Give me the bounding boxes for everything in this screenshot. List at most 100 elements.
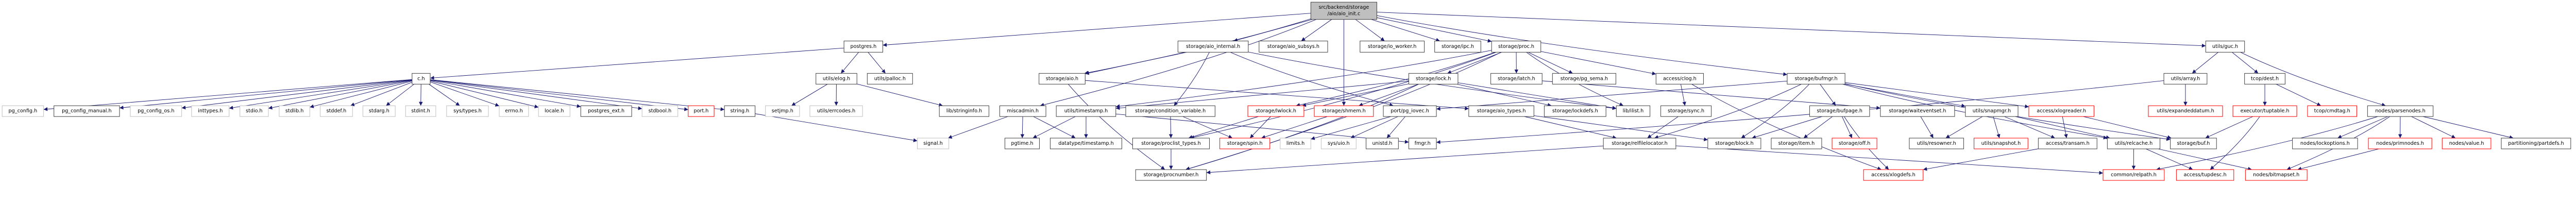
file-node-off[interactable]: storage/off.h xyxy=(1832,138,1877,149)
file-node-pg_config_os[interactable]: pg_config_os.h xyxy=(130,105,182,117)
node-label: storage/proclist_types.h xyxy=(1141,141,1200,146)
file-node-elog[interactable]: utils/elog.h xyxy=(816,73,857,85)
node-label: storage/block.h xyxy=(1715,141,1754,146)
file-node-snapmgr[interactable]: utils/snapmgr.h xyxy=(1965,105,2019,117)
file-node-lock[interactable]: storage/lock.h xyxy=(1408,73,1459,85)
file-node-procnumber[interactable]: storage/procnumber.h xyxy=(1135,169,1207,181)
file-node-postgres[interactable]: postgres.h xyxy=(843,41,884,53)
file-node-aio_internal[interactable]: storage/aio_internal.h xyxy=(1177,41,1249,53)
node-label: utils/snapshot.h xyxy=(1981,141,2021,146)
file-node-dtimestamp[interactable]: datatype/timestamp.h xyxy=(1049,138,1123,149)
file-node-stddef[interactable]: stddef.h xyxy=(319,105,353,117)
node-box xyxy=(54,105,120,117)
file-node-pg_config[interactable]: pg_config.h xyxy=(2,105,44,117)
file-node-proc[interactable]: storage/proc.h xyxy=(1491,41,1541,53)
file-node-relpath[interactable]: common/relpath.h xyxy=(2103,169,2165,181)
edge-lock-to-lwlock xyxy=(1302,83,1409,107)
file-node-xlogreader[interactable]: access/xlogreader.h xyxy=(2028,105,2094,117)
file-node-stringinfo[interactable]: lib/stringinfo.h xyxy=(939,105,990,117)
file-node-inttypes[interactable]: inttypes.h xyxy=(191,105,230,117)
root-file-node[interactable]: src/backend/storage/aio/aio_init.c xyxy=(1310,2,1377,20)
file-node-proclist_types[interactable]: storage/proclist_types.h xyxy=(1132,138,1210,149)
node-label: storage/relfilelocator.h xyxy=(1612,141,1667,146)
file-node-stdarg[interactable]: stdarg.h xyxy=(362,105,396,117)
file-node-ipc[interactable]: storage/ipc.h xyxy=(1434,41,1481,53)
file-node-stdint[interactable]: stdint.h xyxy=(405,105,436,117)
file-node-signal[interactable]: signal.h xyxy=(917,138,950,149)
file-node-bufmgr[interactable]: storage/bufmgr.h xyxy=(1787,73,1845,85)
file-node-spin[interactable]: storage/spin.h xyxy=(1219,138,1270,149)
file-node-resowner[interactable]: utils/resowner.h xyxy=(1909,138,1964,149)
file-node-pg_iovec[interactable]: port/pg_iovec.h xyxy=(1383,105,1437,117)
node-label: string.h xyxy=(730,108,749,114)
node-label: access/tupdesc.h xyxy=(2183,172,2226,178)
file-node-xlogdefs[interactable]: access/xlogdefs.h xyxy=(1863,169,1924,181)
file-node-block[interactable]: storage/block.h xyxy=(1707,138,1761,149)
node-box xyxy=(1132,138,1210,149)
file-node-limits[interactable]: limits.h xyxy=(1280,138,1311,149)
file-node-buf[interactable]: storage/buf.h xyxy=(2170,138,2217,149)
file-node-pgtime[interactable]: pgtime.h xyxy=(1005,138,1040,149)
file-node-partdefs[interactable]: partitioning/partdefs.h xyxy=(2501,138,2571,149)
file-node-lockoptions[interactable]: nodes/lockoptions.h xyxy=(2292,138,2358,149)
file-node-string[interactable]: string.h xyxy=(724,105,756,117)
file-node-parsenodes[interactable]: nodes/parsenodes.h xyxy=(2367,105,2434,117)
file-node-miscadmin[interactable]: miscadmin.h xyxy=(999,105,1046,117)
file-node-primnodes[interactable]: nodes/primnodes.h xyxy=(2368,138,2432,149)
file-node-clog[interactable]: access/clog.h xyxy=(1655,73,1704,85)
node-label: nodes/parsenodes.h xyxy=(2375,108,2425,114)
file-node-aio_types[interactable]: storage/aio_types.h xyxy=(1468,105,1534,117)
file-node-pg_config_manual[interactable]: pg_config_manual.h xyxy=(54,105,120,117)
edge-relfilelocator-to-relpath xyxy=(1675,145,2104,175)
file-node-ilist[interactable]: lib/ilist.h xyxy=(1616,105,1651,117)
file-node-transam[interactable]: access/transam.h xyxy=(2038,138,2097,149)
file-node-bufpage[interactable]: storage/bufpage.h xyxy=(1809,105,1870,117)
file-node-sync[interactable]: storage/sync.h xyxy=(1660,105,1712,117)
file-node-dest[interactable]: tcop/dest.h xyxy=(2244,73,2285,85)
edge-relcache-to-tupdesc xyxy=(2145,148,2193,170)
file-node-relfilelocator[interactable]: storage/relfilelocator.h xyxy=(1603,138,1676,149)
file-node-errcodes[interactable]: utils/errcodes.h xyxy=(809,105,863,117)
file-node-unistd[interactable]: unistd.h xyxy=(1366,138,1399,149)
file-node-shmem[interactable]: storage/shmem.h xyxy=(1314,105,1374,117)
file-node-array[interactable]: utils/array.h xyxy=(2163,73,2208,85)
file-node-relcache[interactable]: utils/relcache.h xyxy=(2107,138,2161,149)
file-node-tuptable[interactable]: executor/tuptable.h xyxy=(2232,105,2297,117)
file-node-waiteventset[interactable]: storage/waiteventset.h xyxy=(1880,105,1955,117)
file-node-errno[interactable]: errno.h xyxy=(499,105,529,117)
file-node-postgres_ext[interactable]: postgres_ext.h xyxy=(580,105,632,117)
file-node-item[interactable]: storage/item.h xyxy=(1771,138,1822,149)
file-node-setjmp[interactable]: setjmp.h xyxy=(765,105,800,117)
node-label: utils/snapmgr.h xyxy=(1973,108,2011,114)
file-node-snapshot[interactable]: utils/snapshot.h xyxy=(1974,138,2028,149)
file-node-lwlock[interactable]: storage/lwlock.h xyxy=(1247,105,1304,117)
node-box xyxy=(1408,73,1459,85)
file-node-port[interactable]: port.h xyxy=(688,105,715,117)
edge-postgres-to-elog xyxy=(840,52,859,74)
file-node-palloc[interactable]: utils/palloc.h xyxy=(867,73,913,85)
edge-c-to-stdbool xyxy=(430,79,642,110)
file-node-lockdefs[interactable]: storage/lockdefs.h xyxy=(1544,105,1606,117)
file-node-tupdesc[interactable]: access/tupdesc.h xyxy=(2176,169,2234,181)
file-node-guc[interactable]: utils/guc.h xyxy=(2205,41,2245,53)
file-node-stdbool[interactable]: stdbool.h xyxy=(641,105,679,117)
file-node-utimestamp[interactable]: utils/timestamp.h xyxy=(1056,105,1116,117)
file-node-value[interactable]: nodes/value.h xyxy=(2442,138,2492,149)
file-node-bitmapset[interactable]: nodes/bitmapset.h xyxy=(2245,169,2308,181)
file-node-stdio[interactable]: stdio.h xyxy=(240,105,269,117)
file-node-locale[interactable]: locale.h xyxy=(538,105,570,117)
file-node-cmdtag[interactable]: tcop/cmdtag.h xyxy=(2307,105,2357,117)
file-node-systypes[interactable]: sys/types.h xyxy=(446,105,489,117)
file-node-expandeddatum[interactable]: utils/expandeddatum.h xyxy=(2148,105,2223,117)
file-node-io_worker[interactable]: storage/io_worker.h xyxy=(1360,41,1425,53)
file-node-aio[interactable]: storage/aio.h xyxy=(1039,73,1086,85)
file-node-c[interactable]: c.h xyxy=(412,73,431,85)
file-node-latch[interactable]: storage/latch.h xyxy=(1490,73,1543,85)
file-node-pg_sema[interactable]: storage/pg_sema.h xyxy=(1552,73,1616,85)
file-node-condvar[interactable]: storage/condition_variable.h xyxy=(1125,105,1215,117)
file-node-sysuio[interactable]: sys/uio.h xyxy=(1320,138,1357,149)
file-node-fmgr[interactable]: fmgr.h xyxy=(1408,138,1437,149)
include-dependency-graph: src/backend/storage/aio/aio_init.cpostgr… xyxy=(2,2,2571,181)
file-node-aio_subsys[interactable]: storage/aio_subsys.h xyxy=(1259,41,1328,53)
file-node-stdlib[interactable]: stdlib.h xyxy=(279,105,310,117)
